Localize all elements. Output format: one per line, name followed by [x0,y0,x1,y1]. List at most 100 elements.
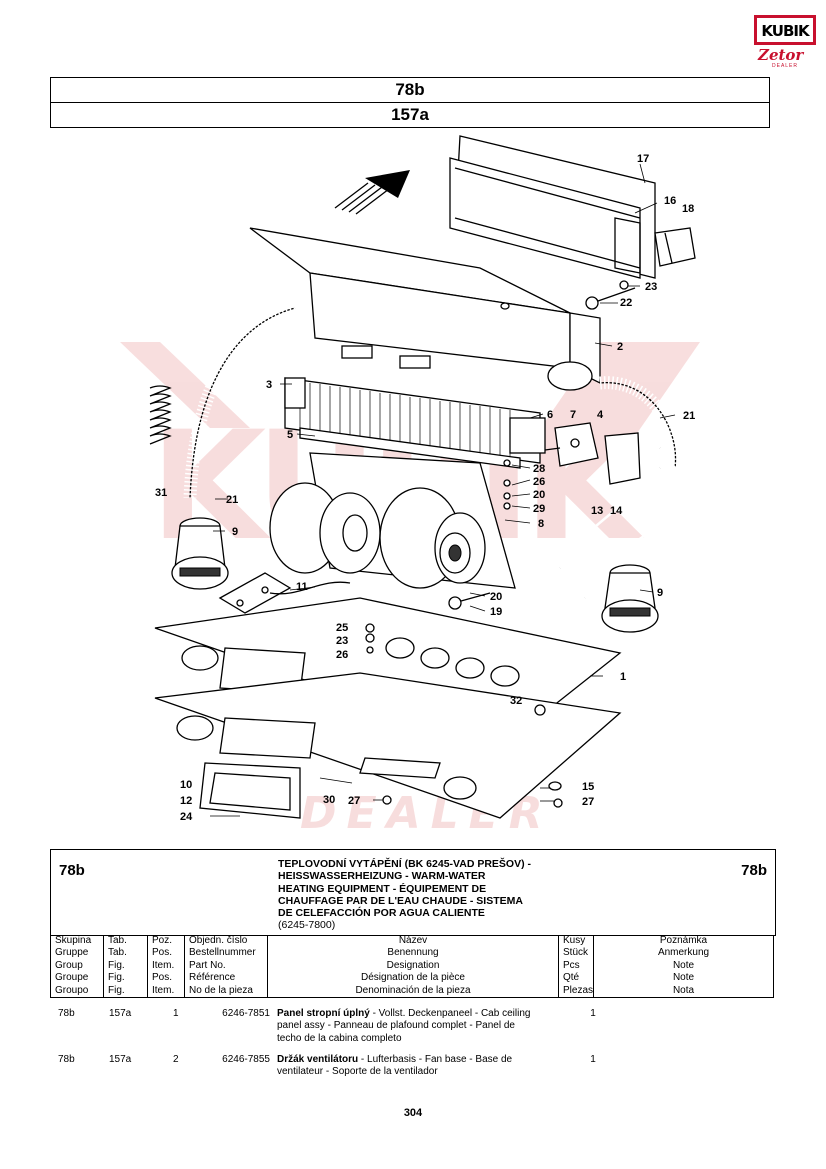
callout-25: 25 [336,622,348,634]
callout-22: 22 [620,297,632,309]
callout-28: 28 [533,463,545,475]
callout-12: 12 [180,795,192,807]
col-label: Fig. [108,959,125,971]
callout-23-lower: 23 [336,635,348,647]
col-label: Part No. [189,959,226,971]
callout-4: 4 [597,409,604,421]
col-label: Groupo [55,984,89,996]
logo-dealer: DEALER [772,63,799,69]
part-quantity: 1 [590,1008,596,1019]
callout-20-upper: 20 [533,489,545,501]
callout-13: 13 [591,505,603,517]
callout-31: 31 [155,487,167,499]
col-label: No de la pieza [189,984,253,996]
callout-32: 32 [510,695,522,707]
logo-brand: KUBIK [761,22,809,40]
callout-24: 24 [180,811,193,823]
title-line: DE CELEFACCIÓN POR AGUA CALIENTE [278,907,485,920]
col-label: Pos. [152,947,173,959]
col-label: Tab. [108,935,127,946]
callout-26-upper: 26 [533,476,545,488]
part-name-translations: - Lufterbasis - Fan base - Base de venti… [277,1054,513,1078]
page-number: 304 [403,1107,423,1119]
col-label: Group [55,959,83,971]
col-label: Nota [672,984,695,996]
part-position: 1 [173,1008,179,1019]
title-line: TEPLOVODNÍ VYTÁPĚNÍ (BK 6245-VAD PREŠOV)… [278,858,532,870]
col-label: Benennung [387,947,439,959]
callout-2: 2 [617,341,623,353]
title-line: CHAUFFAGE PAR DE L'EAU CHAUDE - SISTEMA [278,894,523,907]
air-nozzle-right [601,564,659,633]
spring [149,385,172,445]
title-line: HEATING EQUIPMENT - ÉQUIPEMENT DE [278,882,487,895]
part-description: Panel stropní úplný - Vollst. Deckenpane… [277,1008,542,1045]
group-info-box: 78b TEPLOVODNÍ VYTÁPĚNÍ (BK 6245-VAD PRE… [50,849,776,936]
callout-18: 18 [682,203,694,215]
callout-6: 6 [547,409,553,421]
air-filter [449,135,656,279]
fan-housing [249,227,601,391]
part-table: 157a [109,1008,132,1019]
title-line: HEISSWASSERHEIZUNG - WARM-WATER [278,870,486,883]
callout-9-left: 9 [232,526,238,538]
control-frame [199,762,301,819]
callout-1: 1 [620,671,626,683]
callout-10: 10 [180,779,192,791]
callout-27-left: 27 [348,795,360,807]
col-label: Qté [563,972,580,984]
col-label: Pcs [563,959,580,971]
col-label: Plezas [563,984,594,996]
col-label: Note [672,959,695,971]
col-label: Bestellnummer [189,947,256,959]
callout-9-right: 9 [657,587,663,599]
col-label: Kusy [563,935,586,946]
col-label: Note [672,972,695,984]
col-label: Fig. [108,972,125,984]
switch-bracket [218,572,351,614]
col-label: Pos. [152,972,173,984]
screw-22 [585,280,636,310]
col-label: Skupina [55,935,92,946]
part-number: 6246-7851 [222,1008,270,1019]
callout-21-left: 21 [226,494,238,506]
callout-labels: 17 16 18 23 22 2 3 21 6 7 4 5 28 26 20 2… [155,153,695,823]
part-name-translations: - Vollst. Deckenpaneel - Cab ceiling pan… [277,1008,531,1044]
callout-5: 5 [287,429,293,441]
callout-19: 19 [490,606,502,618]
callout-17: 17 [637,153,649,165]
kubik-zetor-logo: KUBIK Zetor DEALER [754,13,816,69]
air-nozzle-left [171,517,229,590]
col-label: Désignation de la pièce [361,972,465,984]
hose-right [599,376,683,469]
table-number-header: 157a [50,102,770,128]
col-label: Anmerkung [657,947,710,959]
part-quantity: 1 [590,1054,596,1065]
group-number-right: 78b [741,862,767,879]
fasteners [365,459,563,808]
col-label: Stück [563,947,589,959]
water-pipes [558,447,692,599]
hose-left [183,301,297,499]
part-number: 6246-7855 [222,1054,270,1065]
inner-panel [154,672,622,819]
callout-7: 7 [570,409,576,421]
col-label: Denominación de la pieza [355,984,471,996]
col-label: Objedn. číslo [189,935,248,946]
callout-26-lower: 26 [336,649,348,661]
col-label: Tab. [108,947,127,959]
callout-8: 8 [538,518,544,530]
col-label: Poznámka [659,935,708,946]
valve [544,422,599,467]
group-number-header: 78b [50,77,770,103]
callout-27-right: 27 [582,796,594,808]
col-label: Fig. [108,984,125,996]
filter-bracket [654,227,696,267]
callout-30: 30 [323,794,335,806]
airflow-arrows [334,170,410,215]
